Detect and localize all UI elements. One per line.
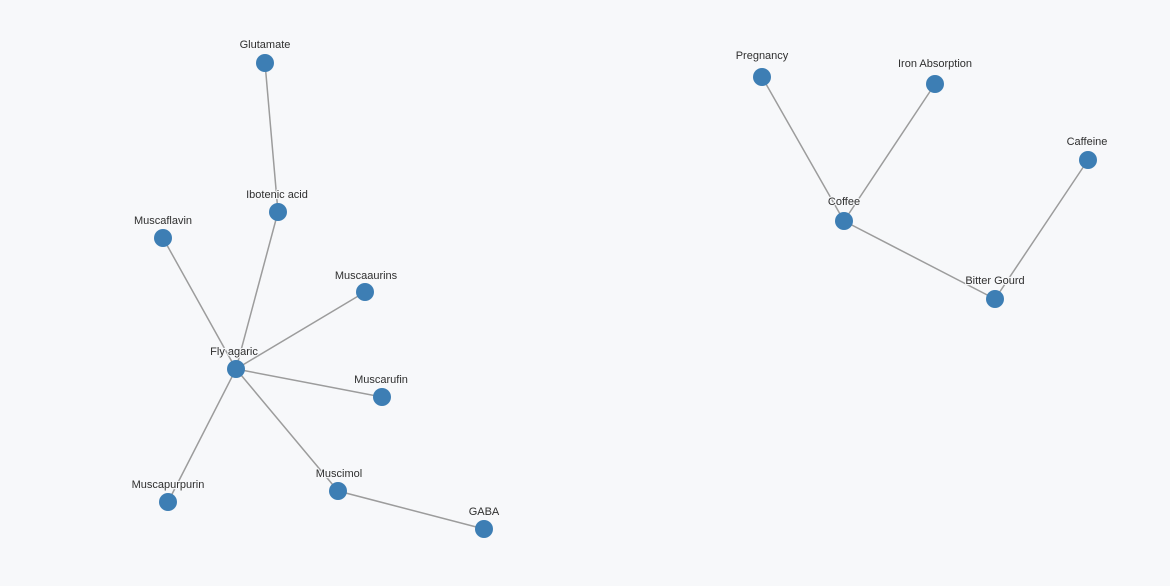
graph-node-muscaflavin[interactable] (154, 229, 172, 247)
graph-node-label-fly-agaric: Fly agaric (210, 346, 258, 358)
graph-edge-fly-agaric-to-muscarufin[interactable] (235, 368, 383, 398)
graph-node-gaba[interactable] (475, 520, 493, 538)
graph-edge-glutamate-to-ibotenic-acid[interactable] (264, 62, 279, 213)
graph-node-label-ibotenic-acid: Ibotenic acid (246, 189, 308, 201)
graph-edge-iron-absorption-to-coffee[interactable] (843, 83, 936, 222)
graph-node-muscarufin[interactable] (373, 388, 391, 406)
graph-node-label-muscimol: Muscimol (316, 468, 362, 480)
graph-node-ibotenic-acid[interactable] (269, 203, 287, 221)
graph-node-coffee[interactable] (835, 212, 853, 230)
graph-edge-pregnancy-to-coffee[interactable] (761, 76, 845, 222)
graph-node-label-glutamate: Glutamate (240, 39, 291, 51)
graph-node-label-caffeine: Caffeine (1067, 136, 1108, 148)
graph-node-label-muscaaurins: Muscaaurins (335, 270, 398, 282)
graph-node-fly-agaric[interactable] (227, 360, 245, 378)
graph-edge-muscaflavin-to-fly-agaric[interactable] (162, 237, 237, 370)
graph-node-label-gaba: GABA (469, 506, 500, 518)
graph-node-glutamate[interactable] (256, 54, 274, 72)
graph-node-caffeine[interactable] (1079, 151, 1097, 169)
graph-node-muscapurpurin[interactable] (159, 493, 177, 511)
graph-edge-fly-agaric-to-muscapurpurin[interactable] (167, 368, 237, 503)
graph-node-muscaaurins[interactable] (356, 283, 374, 301)
graph-node-pregnancy[interactable] (753, 68, 771, 86)
graph-node-label-muscarufin: Muscarufin (354, 374, 408, 386)
graph-node-label-pregnancy: Pregnancy (736, 50, 789, 62)
graph-edge-ibotenic-acid-to-fly-agaric[interactable] (235, 211, 279, 370)
graph-edge-fly-agaric-to-muscimol[interactable] (235, 368, 339, 492)
edge-layer (162, 62, 1089, 530)
graph-node-muscimol[interactable] (329, 482, 347, 500)
graph-edge-coffee-to-bitter-gourd[interactable] (843, 220, 996, 300)
graph-node-label-iron-absorption: Iron Absorption (898, 58, 972, 70)
graph-edge-muscimol-to-gaba[interactable] (337, 490, 485, 530)
graph-node-label-muscaflavin: Muscaflavin (134, 215, 192, 227)
graph-node-label-muscapurpurin: Muscapurpurin (132, 479, 205, 491)
graph-edge-muscaaurins-to-fly-agaric[interactable] (235, 291, 366, 370)
graph-edge-bitter-gourd-to-caffeine[interactable] (994, 159, 1089, 300)
graph-node-label-bitter-gourd: Bitter Gourd (965, 275, 1024, 287)
graph-node-label-coffee: Coffee (828, 196, 860, 208)
node-layer (154, 54, 1097, 538)
graph-node-bitter-gourd[interactable] (986, 290, 1004, 308)
graph-node-iron-absorption[interactable] (926, 75, 944, 93)
